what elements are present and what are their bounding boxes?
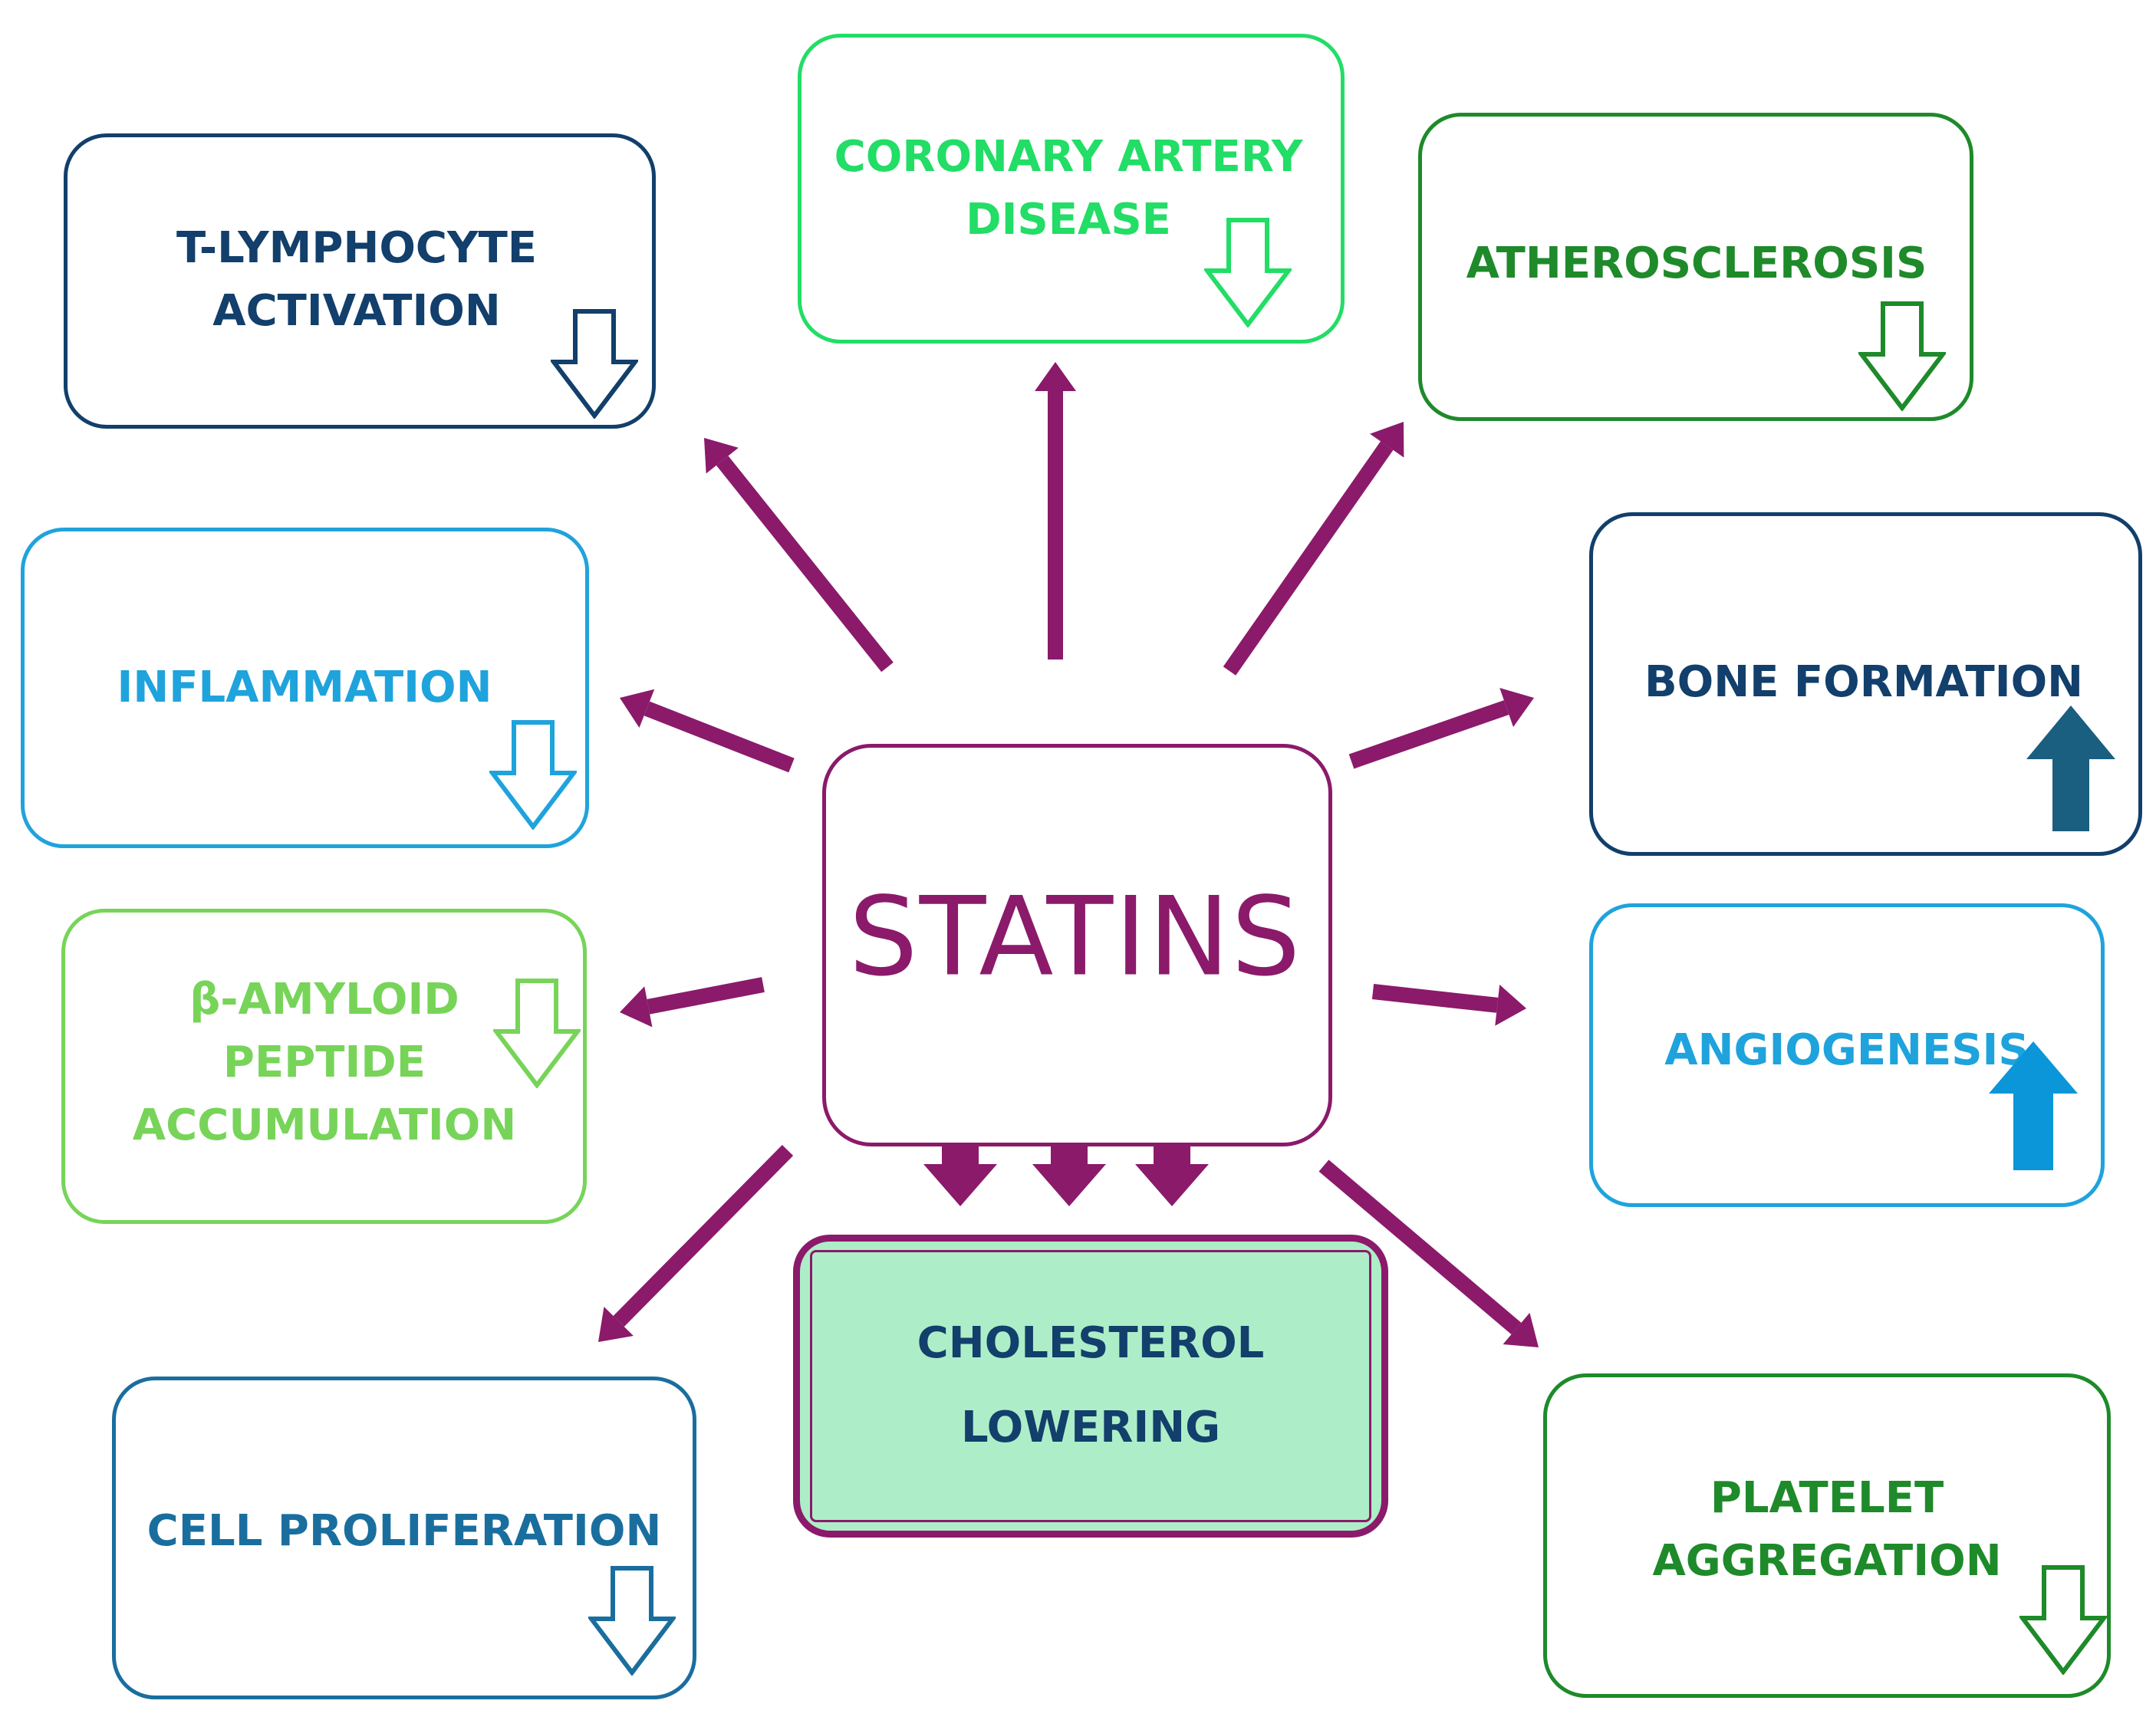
cholesterol-box: [793, 1235, 1388, 1538]
connector-cad-head: [1035, 362, 1076, 391]
inflam-label: INFLAMMATION: [117, 656, 492, 719]
connector-platelet-head: [1503, 1312, 1539, 1347]
connector-cellprol-shaft: [613, 1144, 794, 1327]
inflam-box: [21, 528, 589, 848]
cad-label: CORONARY ARTERY DISEASE: [834, 126, 1303, 252]
platelet-line2: AGGREGATION: [1652, 1536, 2002, 1586]
amyloid-label: β-AMYLOID PEPTIDE ACCUMULATION: [133, 969, 516, 1157]
tcell-decrease-arrow-icon: [551, 309, 638, 419]
connector-tcell-shaft: [716, 456, 894, 673]
connector-bone-shaft: [1348, 700, 1509, 769]
cholesterol-line1: CHOLESTEROL: [917, 1318, 1265, 1368]
connector-tcell-head: [704, 438, 739, 474]
connector-platelet-shaft: [1318, 1159, 1522, 1335]
bone-increase-arrow-icon: [2026, 706, 2115, 831]
cholesterol-inner-border: [810, 1250, 1371, 1522]
connectors: [598, 362, 1539, 1347]
amyloid-line1: β-AMYLOID: [189, 975, 459, 1025]
connector-inflam-head: [620, 689, 655, 729]
cholesterol-line2: LOWERING: [960, 1403, 1221, 1452]
angio-line1: ANGIOGENESIS: [1664, 1025, 2029, 1075]
inflam-decrease-arrow-icon: [489, 720, 577, 830]
connector-amyloid-shaft: [647, 977, 765, 1015]
amyloid-line3: ACCUMULATION: [132, 1100, 517, 1150]
amyloid-line2: PEPTIDE: [222, 1038, 426, 1087]
cellprol-line1: CELL PROLIFERATION: [146, 1506, 662, 1556]
cholesterol-label: CHOLESTEROL LOWERING: [917, 1301, 1265, 1470]
bone-box: [1589, 512, 2142, 856]
connector-athero-shaft: [1223, 441, 1394, 676]
connector-angio-shaft: [1371, 984, 1499, 1013]
statins-label: STATINS: [848, 873, 1302, 1001]
cad-decrease-arrow-icon: [1204, 218, 1292, 327]
athero-line1: ATHEROSCLEROSIS: [1466, 238, 1927, 288]
amyloid-box: [61, 909, 587, 1224]
platelet-label: PLATELET AGGREGATION: [1652, 1467, 2001, 1593]
tcell-line1: T-LYMPHOCYTE: [176, 223, 538, 273]
cellprol-box: [112, 1377, 696, 1699]
athero-label: ATHEROSCLEROSIS: [1466, 232, 1927, 295]
connector-inflam-shaft: [644, 701, 795, 773]
cad-line2: DISEASE: [966, 195, 1171, 245]
tcell-label: T-LYMPHOCYTE ACTIVATION: [176, 217, 537, 343]
angio-increase-arrow-icon: [1989, 1041, 2078, 1170]
cad-line1: CORONARY ARTERY: [834, 132, 1303, 182]
tcell-box: [64, 133, 656, 429]
connector-bone-head: [1499, 688, 1534, 728]
bone-line1: BONE FORMATION: [1644, 657, 2084, 707]
cellprol-label: CELL PROLIFERATION: [147, 1500, 662, 1563]
bone-label: BONE FORMATION: [1644, 651, 2083, 714]
connector-athero-head: [1370, 422, 1404, 458]
platelet-line1: PLATELET: [1710, 1473, 1944, 1523]
platelet-decrease-arrow-icon: [2019, 1565, 2107, 1675]
cellprol-decrease-arrow-icon: [588, 1566, 676, 1676]
athero-decrease-arrow-icon: [1858, 301, 1946, 411]
connector-amyloid-head: [620, 986, 653, 1028]
amyloid-decrease-arrow-icon: [493, 979, 581, 1088]
angio-label: ANGIOGENESIS: [1664, 1019, 2029, 1082]
platelet-box: [1543, 1373, 2111, 1698]
inflam-line1: INFLAMMATION: [117, 663, 492, 712]
tcell-line2: ACTIVATION: [212, 286, 501, 336]
connector-angio-head: [1495, 985, 1526, 1026]
connector-cellprol-head: [598, 1306, 634, 1342]
statins-box: [822, 744, 1332, 1146]
